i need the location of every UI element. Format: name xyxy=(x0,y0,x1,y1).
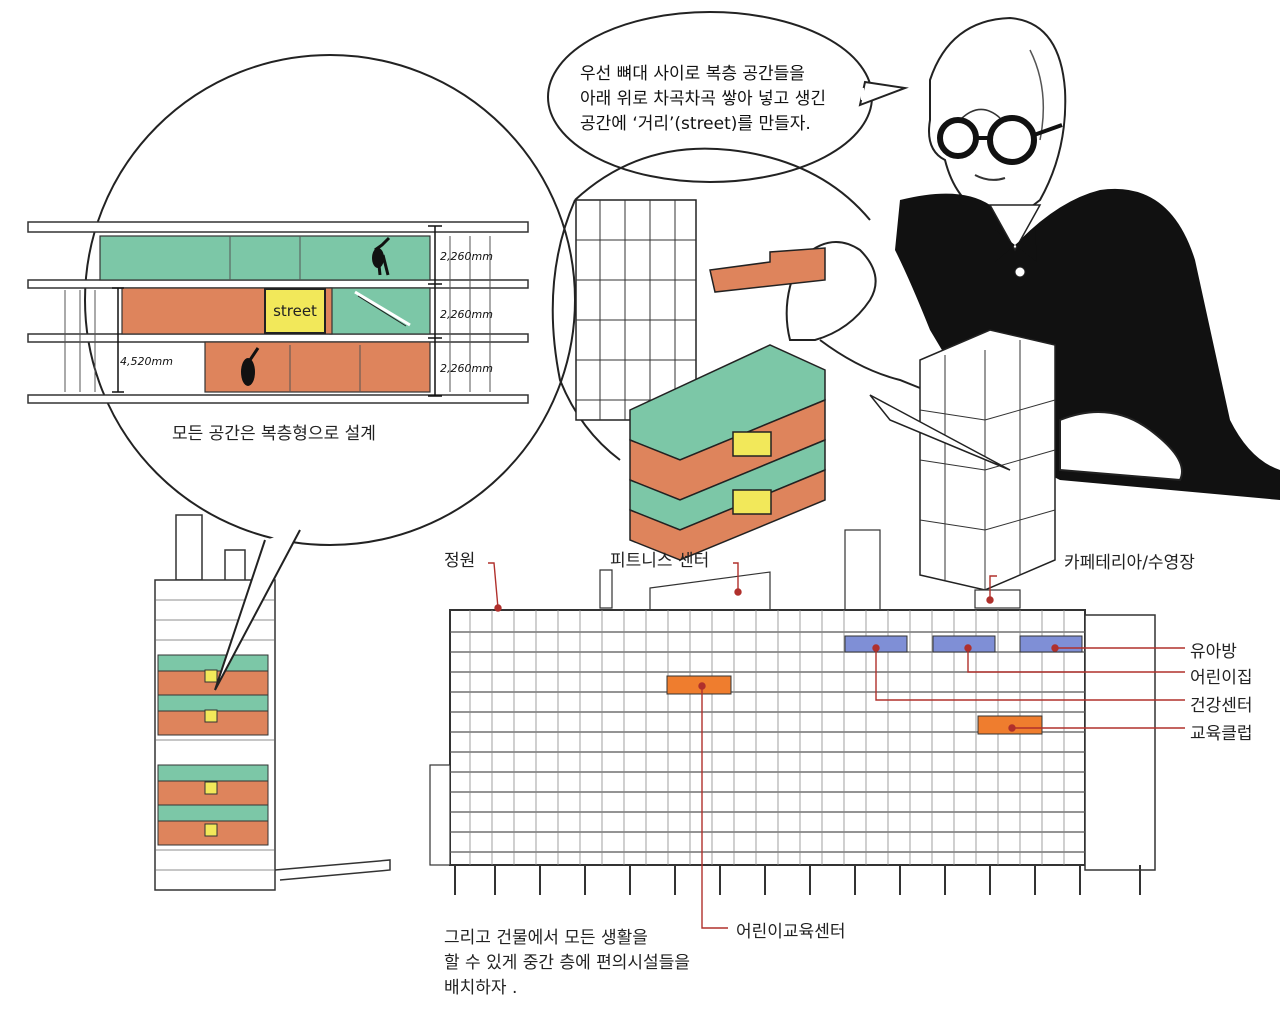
footer-line-2: 할 수 있게 중간 층에 편의시설들을 xyxy=(444,953,690,973)
street-label: street xyxy=(264,288,326,334)
dimension-bottom: 2,260mm xyxy=(440,362,493,375)
label-health-center: 건강센터 xyxy=(1190,696,1253,716)
footer-line-1: 그리고 건물에서 모든 생활을 xyxy=(444,928,648,948)
dimension-middle: 2,260mm xyxy=(440,308,493,321)
label-child-education-center: 어린이교육센터 xyxy=(736,922,846,942)
label-cafeteria: 카페테리아/수영장 xyxy=(1064,553,1195,573)
footer-text: 그리고 건물에서 모든 생활을 할 수 있게 중간 층에 편의시설들을 배치하자… xyxy=(444,926,690,1001)
label-nursery: 유아방 xyxy=(1190,642,1237,662)
label-fitness: 피트니스 센터 xyxy=(610,551,710,571)
model-detail xyxy=(551,147,1056,591)
tall-building xyxy=(154,514,391,891)
dimension-total: 4,520mm xyxy=(120,355,173,368)
section-caption: 모든 공간은 복층형으로 설계 xyxy=(172,424,376,444)
main-facade xyxy=(429,529,1156,895)
speech-line-2: 아래 위로 차곡차곡 쌓아 넣고 생긴 xyxy=(580,89,826,109)
leader-lines xyxy=(488,562,1185,929)
dimension-top: 2,260mm xyxy=(440,250,493,263)
speech-line-3: 공간에 ‘거리’(street)를 만들자. xyxy=(580,114,811,134)
label-education-club: 교육클럽 xyxy=(1190,724,1253,744)
speech-line-1: 우선 뼈대 사이로 복층 공간들을 xyxy=(580,64,805,84)
speech-bubble xyxy=(547,11,909,183)
label-kindergarten: 어린이집 xyxy=(1190,668,1253,688)
footer-line-3: 배치하자 . xyxy=(444,978,518,998)
label-garden: 정원 xyxy=(444,551,476,571)
